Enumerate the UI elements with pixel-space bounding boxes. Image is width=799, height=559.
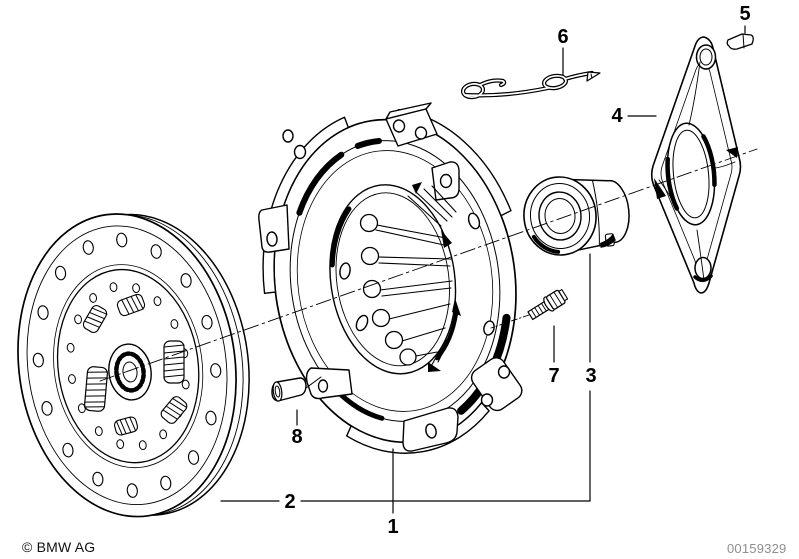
copyright-text: © BMW AG — [22, 539, 96, 555]
callout-7[interactable]: 7 — [548, 365, 560, 387]
retaining-spring-part — [460, 70, 601, 100]
center-axis-line — [99, 148, 758, 382]
pressure-plate-lugs — [258, 102, 523, 452]
release-lever-part — [650, 36, 742, 294]
callout-3[interactable]: 3 — [585, 365, 597, 387]
bolt-axis-line — [490, 314, 530, 329]
pressure-plate-part — [258, 102, 523, 454]
diaphragm-spring-fingers — [359, 182, 461, 372]
leader-lines — [220, 25, 746, 514]
dowel-pin-part — [271, 377, 307, 402]
callout-8[interactable]: 8 — [291, 426, 303, 448]
release-bearing-part — [523, 176, 630, 256]
taper-pin-part — [726, 33, 754, 50]
callout-6[interactable]: 6 — [557, 26, 569, 48]
pin8-pointer-line — [305, 376, 322, 389]
callout-4[interactable]: 4 — [611, 105, 623, 127]
hex-bolt-part — [527, 288, 569, 321]
disc-rivet-holes — [32, 232, 222, 498]
disc-splined-hub — [108, 343, 152, 401]
disc-torsion-springs — [82, 293, 188, 436]
callout-5[interactable]: 5 — [739, 3, 751, 25]
callout-2[interactable]: 2 — [284, 491, 296, 513]
callout-1[interactable]: 1 — [387, 516, 399, 538]
image-number-text: 00159329 — [727, 541, 787, 556]
disc-damper-holes — [66, 282, 190, 451]
